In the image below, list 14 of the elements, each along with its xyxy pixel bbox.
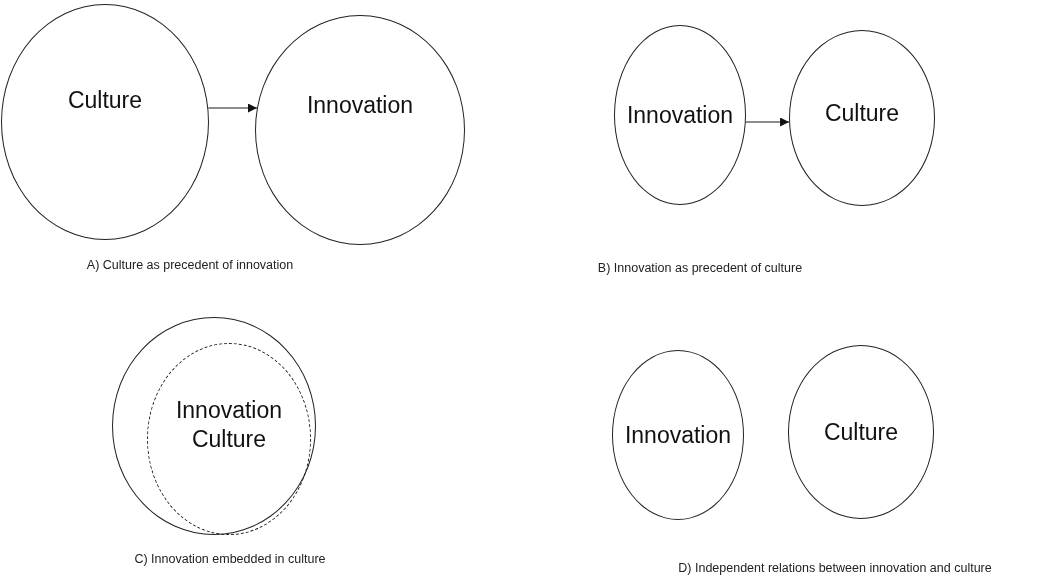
panel-caption: D) Independent relations between innovation and culture bbox=[678, 561, 992, 575]
node-label: Innovation bbox=[175, 396, 283, 425]
node-label: Culture bbox=[191, 425, 267, 454]
panel-caption: A) Culture as precedent of innovation bbox=[86, 258, 294, 272]
panel-caption: C) Innovation embedded in culture bbox=[134, 552, 326, 566]
panel-caption: B) Innovation as precedent of culture bbox=[597, 261, 803, 275]
node-label: Innovation bbox=[306, 90, 414, 120]
node-label: Culture bbox=[823, 417, 899, 447]
arrow bbox=[745, 117, 790, 127]
node-label: Culture bbox=[67, 85, 143, 115]
arrow bbox=[207, 103, 258, 113]
node-label: Culture bbox=[824, 98, 900, 128]
node-label: Innovation bbox=[626, 100, 734, 130]
node-label: Innovation bbox=[624, 420, 732, 450]
